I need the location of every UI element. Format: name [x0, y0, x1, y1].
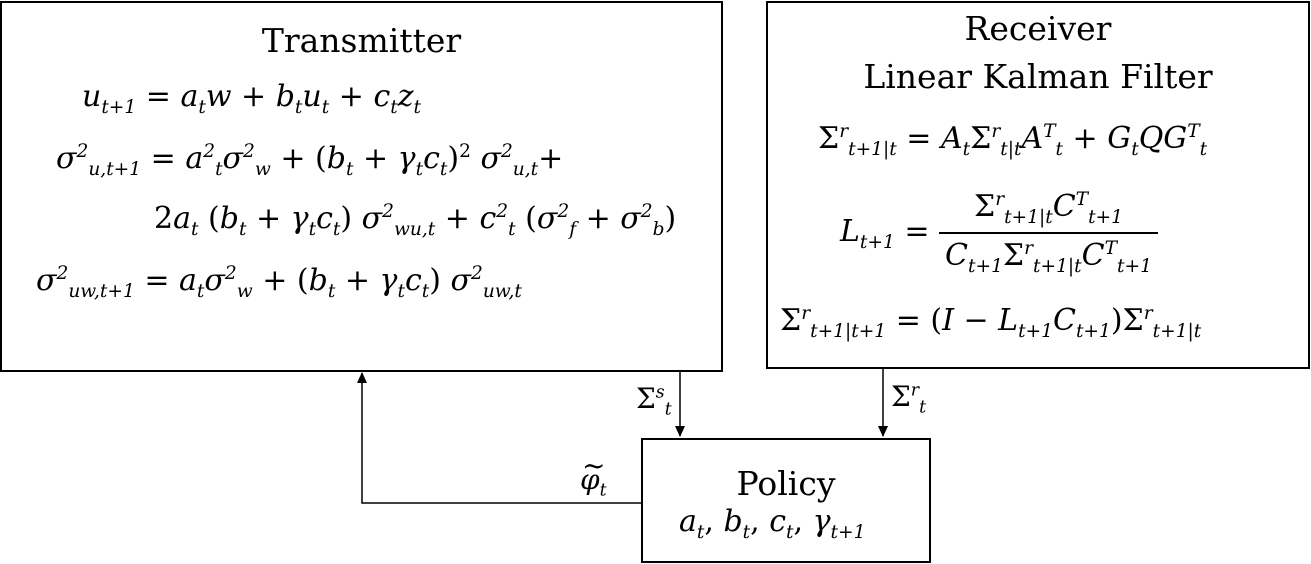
transmitter-eq-4: σ2uw,t+1 = atσ2w + (bt + γtct) σ2uw,t	[36, 263, 522, 302]
transmitter-box: Transmitter ut+1 = atw + btut + ctzt σ2u…	[0, 1, 723, 372]
receiver-title: Receiver	[964, 9, 1112, 48]
transmitter-eq-1: ut+1 = atw + btut + ctzt	[82, 79, 422, 118]
policy-box: Policy at, bt, ct, γt+1	[641, 438, 931, 563]
receiver-eq-1: Σrt+1|t = AtΣrt|tATt + GtQGTt	[818, 121, 1208, 160]
arrow-policy-to-transmitter	[357, 372, 641, 504]
transmitter-eq-3: 2at (bt + γtct) σ2wu,t + c2t (σ2f + σ2b)	[154, 201, 677, 240]
label-sigma-r: Σrt	[891, 380, 927, 418]
kalman-gain-fraction: Σrt+1|tCTt+1 Ct+1Σrt+1|tCTt+1	[939, 189, 1158, 277]
label-phi-tilde: φ~t	[580, 449, 607, 501]
receiver-subtitle: Linear Kalman Filter	[863, 57, 1213, 96]
receiver-eq-2: Lt+1 = Σrt+1|tCTt+1 Ct+1Σrt+1|tCTt+1	[840, 189, 1158, 277]
policy-title: Policy	[736, 464, 836, 503]
label-sigma-s: Σst	[636, 382, 672, 420]
transmitter-title: Transmitter	[261, 21, 462, 60]
transmitter-eq-2: σ2u,t+1 = a2tσ2w + (bt + γtct)2 σ2u,t+	[56, 141, 564, 180]
receiver-eq-3: Σrt+1|t+1 = (I − Lt+1Ct+1)Σrt+1|t	[780, 303, 1202, 342]
policy-params: at, bt, ct, γt+1	[679, 504, 866, 543]
receiver-box: Receiver Linear Kalman Filter Σrt+1|t = …	[766, 1, 1310, 369]
